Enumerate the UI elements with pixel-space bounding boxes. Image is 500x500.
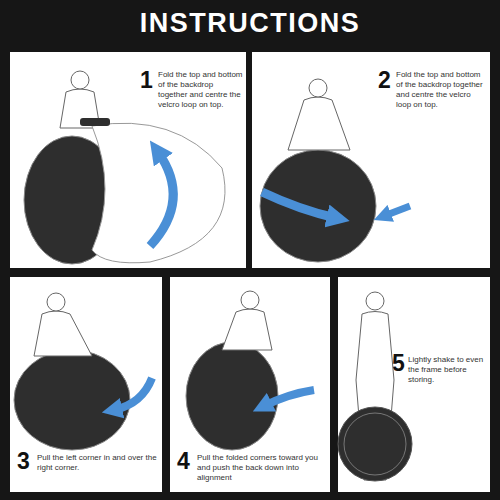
step-text: Pull the left corner in and over the rig… (37, 453, 157, 473)
step-text: Lightly shake to even the frame before s… (408, 355, 486, 385)
step-number: 4 (177, 449, 195, 473)
step-number: 3 (17, 449, 35, 473)
step-panel: 2Fold the top and bottom of the backdrop… (252, 52, 490, 268)
step-text: Pull the folded corners toward you and p… (197, 453, 325, 483)
step-number: 1 (140, 68, 160, 92)
title: INSTRUCTIONS (0, 8, 500, 39)
step-number: 2 (378, 68, 398, 92)
step-panel: 3Pull the left corner in and over the ri… (10, 277, 162, 492)
step-text: Fold the top and bottom of the backdrop … (158, 70, 244, 110)
step-number: 5 (392, 351, 408, 375)
step-panel: 1Fold the top and bottom of the backdrop… (10, 52, 246, 268)
step-text: Fold the top and bottom of the backdrop … (396, 70, 484, 110)
step-panel: 5Lightly shake to even the frame before … (338, 277, 490, 492)
step-panel: 4Pull the folded corners toward you and … (170, 277, 330, 492)
